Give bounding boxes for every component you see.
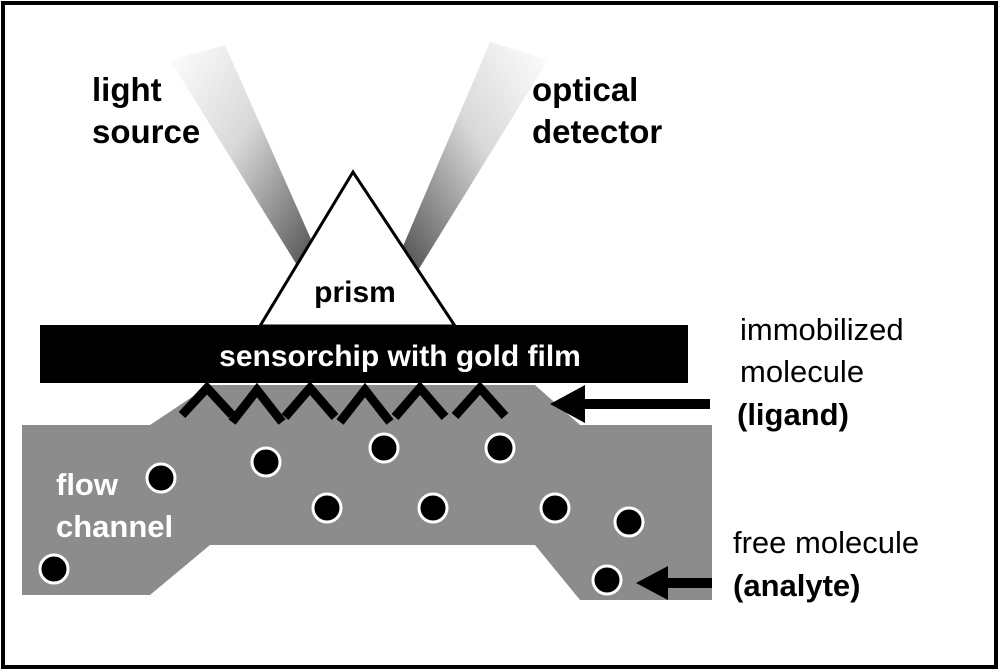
sensorchip-label: sensorchip with gold film — [219, 340, 581, 373]
detector-label-line1: optical — [532, 71, 638, 108]
analyte-molecules — [38, 432, 645, 596]
analyte-molecule — [484, 432, 516, 464]
analyte-molecule — [250, 446, 282, 478]
light-source-label-line2: source — [92, 113, 200, 150]
ligand-label-line3: (ligand) — [737, 397, 849, 432]
analyte-label-line1: free molecule — [733, 525, 919, 560]
ligand-molecule — [451, 381, 509, 419]
ligand-pointer-arrow — [550, 385, 710, 423]
analyte-molecule — [368, 432, 400, 464]
ligand-molecule — [336, 382, 394, 425]
analyte-molecule — [417, 492, 449, 524]
reflected-light-beam — [398, 42, 548, 272]
analyte-molecule — [539, 492, 571, 524]
ligand-label-line2: molecule — [740, 354, 864, 389]
analyte-molecule — [145, 462, 177, 494]
analyte-molecule — [38, 553, 70, 585]
analyte-molecule — [591, 564, 623, 596]
ligand-molecule — [228, 382, 286, 425]
sensorchip — [40, 325, 688, 383]
analyte-pointer-arrow — [636, 566, 712, 600]
flow-channel-label-line1: flow — [56, 467, 119, 502]
ligand-molecule — [281, 381, 339, 420]
incident-light-beam — [170, 45, 318, 270]
prism-label: prism — [314, 276, 396, 309]
ligand-layer — [178, 381, 509, 425]
ligand-label-line1: immobilized — [740, 312, 904, 347]
detector-label-line2: detector — [532, 113, 662, 150]
light-source-label-line1: light — [92, 71, 162, 108]
flow-channel-label-line2: channel — [56, 509, 173, 544]
ligand-molecule — [178, 381, 236, 419]
ligand-molecule — [391, 381, 449, 420]
analyte-molecule — [613, 506, 645, 538]
flow-channel — [22, 385, 712, 600]
analyte-molecule — [311, 492, 343, 524]
analyte-label-line2: (analyte) — [733, 568, 860, 603]
